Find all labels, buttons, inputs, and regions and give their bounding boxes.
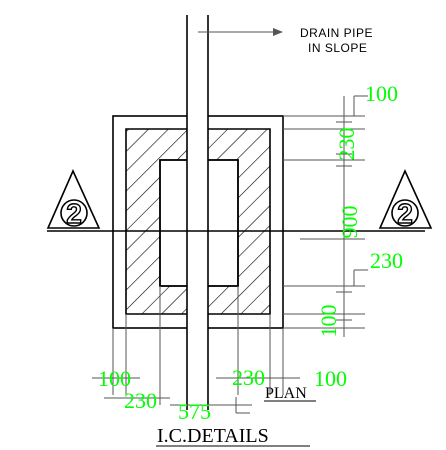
drain-pipe <box>187 15 208 410</box>
bottom-dimensions <box>92 286 300 414</box>
drain-pipe-note-line2: IN SLOPE <box>308 41 367 55</box>
dim-right-230-lower: 230 <box>370 248 403 273</box>
drain-pipe-note-line1: DRAIN PIPE <box>300 26 373 40</box>
dim-bottom-575: 575 <box>178 399 211 424</box>
dim-right-230-upper: 230 <box>334 128 359 161</box>
dim-bottom-230-right: 230 <box>232 365 265 390</box>
section-marker-right: 2 <box>378 169 433 230</box>
dim-bottom-230-left: 230 <box>124 388 157 413</box>
dim-bottom-100-right: 100 <box>314 366 347 391</box>
right-dimensions <box>283 95 368 337</box>
dim-right-100-top: 100 <box>365 81 398 106</box>
drawing-title: I.C.DETAILS <box>157 425 269 447</box>
dim-bottom-100-left: 100 <box>98 366 131 391</box>
dim-right-100-lower: 100 <box>316 305 341 338</box>
dim-right-900: 900 <box>337 206 362 239</box>
view-label: PLAN <box>265 385 307 402</box>
section-marker-left-label: 2 <box>66 198 82 229</box>
section-marker-right-label: 2 <box>397 198 413 229</box>
section-marker-left: 2 <box>46 169 101 230</box>
